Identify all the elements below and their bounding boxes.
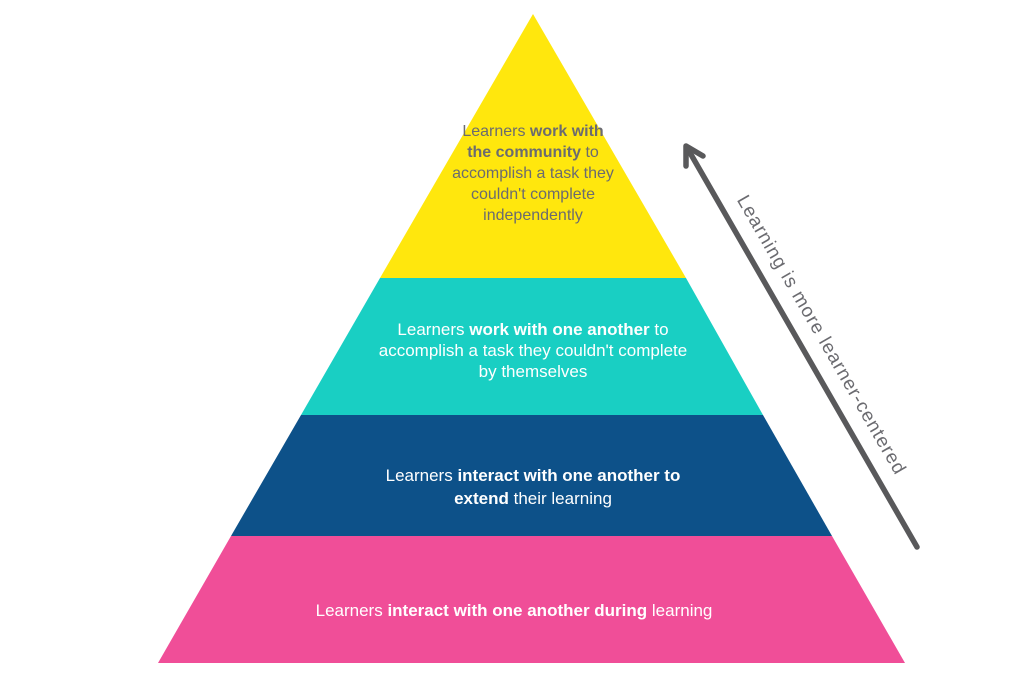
text-regular: Learners (385, 466, 458, 485)
text-regular: to accomplish a task they couldn't compl… (452, 144, 614, 224)
text-regular: Learners (462, 123, 530, 140)
arrow-shaft (686, 148, 920, 550)
arrow-head-icon (683, 143, 706, 169)
pyramid-band-top-text: Learners work with the community to acco… (451, 121, 615, 226)
text-regular: Learners (397, 320, 470, 339)
text-regular: to accomplish a task they couldn't compl… (378, 320, 688, 381)
learner-centered-arrow (683, 143, 920, 550)
text-bold: work with one another (469, 320, 650, 339)
text-bold: interact with one another during (387, 601, 648, 620)
text-regular: learning (647, 601, 713, 620)
text-bold: work with the community (467, 123, 604, 161)
text-bold: interact with one another to extend (454, 466, 681, 508)
pyramid-band-top (380, 14, 686, 278)
pyramid-band-bottom (158, 536, 905, 663)
pyramid-band-second-text: Learners work with one another to accomp… (373, 319, 693, 382)
pyramid-band-third-text: Learners interact with one another to ex… (360, 464, 706, 510)
pyramid-band-third (231, 415, 832, 536)
text-regular: their learning (508, 489, 612, 508)
pyramid-band-bottom-text: Learners interact with one another durin… (254, 601, 774, 621)
text-regular: Learners (315, 601, 388, 620)
pyramid-band-second (301, 278, 763, 415)
